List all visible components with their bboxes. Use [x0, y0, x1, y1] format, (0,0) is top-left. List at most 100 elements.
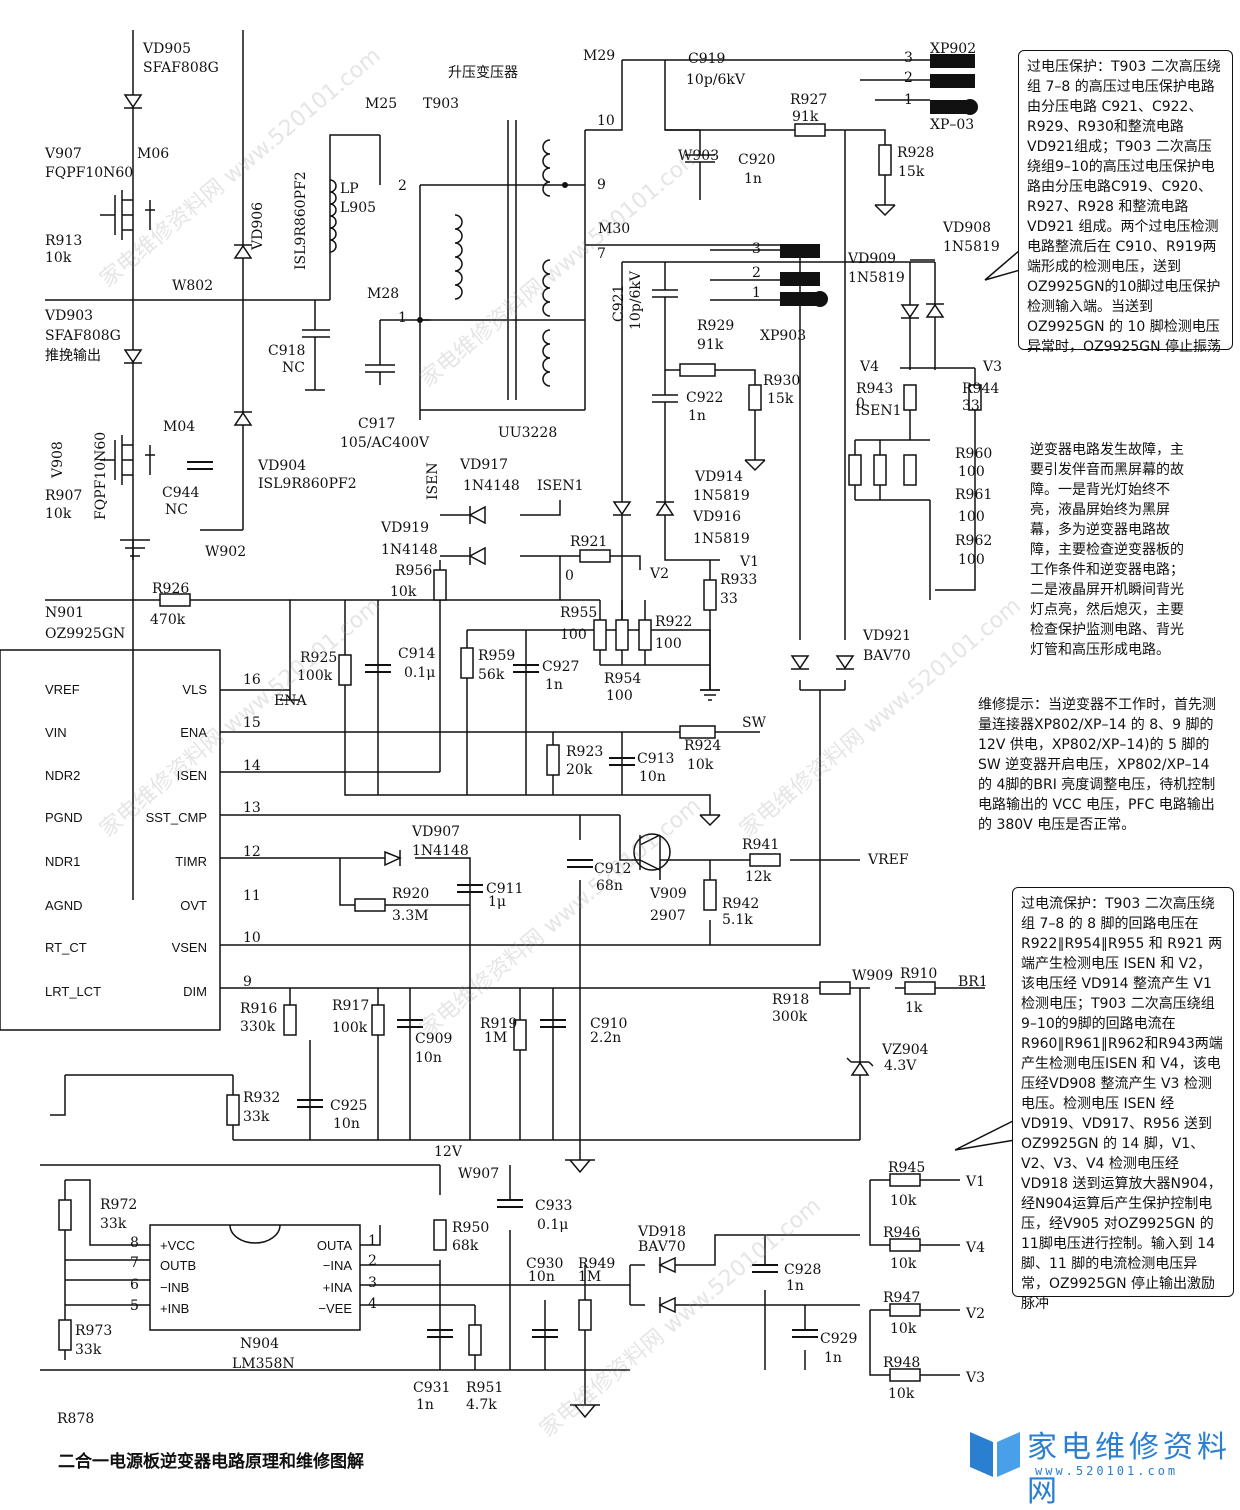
- label-r961v: 100: [958, 509, 985, 525]
- label-r916v: 330k: [240, 1019, 276, 1035]
- label-r927v: 91k: [792, 109, 819, 125]
- label-r933: R933: [720, 572, 757, 588]
- label-r946v: 10k: [890, 1256, 917, 1272]
- label-v2: V2: [649, 566, 669, 582]
- label-v909v: 2907: [650, 908, 686, 924]
- label-c913v: 10n: [639, 769, 666, 785]
- label-c919v: 10p/6kV: [686, 72, 746, 88]
- label-vd908: VD908: [942, 220, 991, 236]
- label-v1: V1: [739, 554, 759, 570]
- label-vz904v: 4.3V: [884, 1058, 917, 1074]
- label-c914: C914: [398, 646, 436, 662]
- label-p1b: 1: [752, 285, 761, 301]
- label-p2b: 2: [752, 265, 761, 281]
- label-r921: R921: [570, 534, 607, 550]
- label-r954v: 100: [606, 688, 633, 704]
- ic-n901-pin-right: SST_CMP: [146, 810, 207, 825]
- label-r917: R917: [332, 998, 369, 1014]
- label-t1: 1: [398, 310, 407, 326]
- label-vz904: VZ904: [881, 1042, 929, 1058]
- label-r923v: 20k: [566, 762, 593, 778]
- label-w907: W907: [458, 1166, 499, 1182]
- transformer-title: 升压变压器: [448, 65, 518, 81]
- ic-n901-pin-left: PGND: [45, 810, 83, 825]
- ic-n904-pin-right: −INA: [323, 1258, 353, 1273]
- label-l905: L905: [340, 200, 376, 216]
- label-c912v: 68n: [596, 878, 623, 894]
- ic-notch: [229, 1224, 281, 1244]
- note-fault: 逆变器电路发生故障，主要引发伴音而黑屏幕的故障。一是背光灯始终不亮，液晶屏始终为…: [1030, 440, 1190, 660]
- label-sfaf808g_a: SFAF808G: [143, 60, 219, 76]
- label-isl_b: ISL9R860PF2: [258, 476, 357, 492]
- label-p3b: 3: [752, 241, 761, 257]
- label-c914v: 0.1μ: [404, 665, 435, 681]
- label-r926: R926: [152, 581, 189, 597]
- label-w802: W802: [172, 278, 213, 294]
- label-v909: V909: [649, 886, 687, 902]
- label-isen1b: ISEN1: [537, 478, 584, 494]
- connectors: [780, 54, 978, 307]
- ic-n901-pin-right: VSEN: [172, 940, 207, 955]
- label-r951v: 4.7k: [466, 1397, 497, 1413]
- label-r943v: 0: [856, 396, 865, 412]
- label-r913: R913: [45, 233, 82, 249]
- logo-text: 家电维修资料网: [1027, 1430, 1231, 1509]
- label-t903: T903: [423, 96, 459, 112]
- label-o_v1: V1: [965, 1174, 985, 1190]
- label-c930v: 10n: [528, 1269, 555, 1285]
- ic-n901-part: OZ9925GN: [45, 626, 125, 642]
- label-r933v: 33: [720, 591, 738, 607]
- label-r946: R946: [883, 1225, 920, 1241]
- label-sfaf808g_b: SFAF808G: [45, 328, 121, 344]
- label-c920v: 1n: [744, 171, 762, 187]
- windings: [329, 139, 551, 387]
- label-vd909: VD909: [847, 251, 896, 267]
- ic-n904-pin-right: OUTA: [317, 1238, 352, 1253]
- label-m29: M29: [583, 48, 615, 64]
- label-r950: R950: [452, 1220, 489, 1236]
- ic-n904-pin-left: +INB: [160, 1301, 189, 1316]
- label-vd921: VD921: [862, 628, 911, 644]
- label-r924: R924: [684, 738, 721, 754]
- ic-n901-pin-right: VLS: [182, 682, 207, 697]
- ic-n901-pin-right: DIM: [183, 984, 207, 999]
- label-r928v: 15k: [898, 164, 925, 180]
- figure-caption: 二合一电源板逆变器电路原理和维修图解: [58, 1452, 364, 1472]
- label-c918: C918: [268, 343, 305, 359]
- label-p2a: 2: [904, 70, 913, 86]
- label-c909: C909: [415, 1031, 452, 1047]
- label-fqpf_a: FQPF10N60: [45, 165, 133, 181]
- ic-n904-part: LM358N: [232, 1356, 295, 1372]
- label-c928v: 1n: [786, 1278, 804, 1294]
- label-r929: R929: [697, 318, 734, 334]
- label-vd907: VD907: [411, 824, 460, 840]
- label-r949v: 1M: [578, 1269, 601, 1285]
- label-r878: R878: [57, 1411, 94, 1427]
- label-c922: C922: [686, 390, 723, 406]
- label-r972v: 33k: [100, 1216, 127, 1232]
- ic-n904-pin-number: 4: [368, 1296, 377, 1312]
- label-v3: V3: [982, 359, 1002, 375]
- label-v4: V4: [859, 359, 879, 375]
- ic-n904-pin-left: −INB: [160, 1280, 189, 1295]
- label-vd914v: 1N5819: [693, 488, 750, 504]
- ic-n901-pin-right: OVT: [180, 898, 207, 913]
- label-nc_a: NC: [282, 360, 305, 376]
- label-c917: C917: [358, 416, 395, 432]
- label-p1a: 1: [904, 92, 913, 108]
- label-o_v4: V4: [965, 1240, 985, 1256]
- label-m04: M04: [163, 419, 195, 435]
- label-r922v: 100: [655, 636, 682, 652]
- label-vref: VREF: [867, 852, 909, 868]
- label-r962v: 100: [958, 552, 985, 568]
- label-r921v: 0: [565, 568, 574, 584]
- ic-n904-pin-left: OUTB: [160, 1258, 196, 1273]
- label-r930: R930: [763, 373, 800, 389]
- label-m30: M30: [598, 221, 630, 237]
- ic-n904-pin-number: 5: [130, 1298, 139, 1314]
- ic-n901-pin-number: 9: [243, 974, 252, 990]
- label-r928: R928: [897, 145, 934, 161]
- label-r941: R941: [742, 837, 779, 853]
- label-push: 推挽输出: [45, 348, 101, 364]
